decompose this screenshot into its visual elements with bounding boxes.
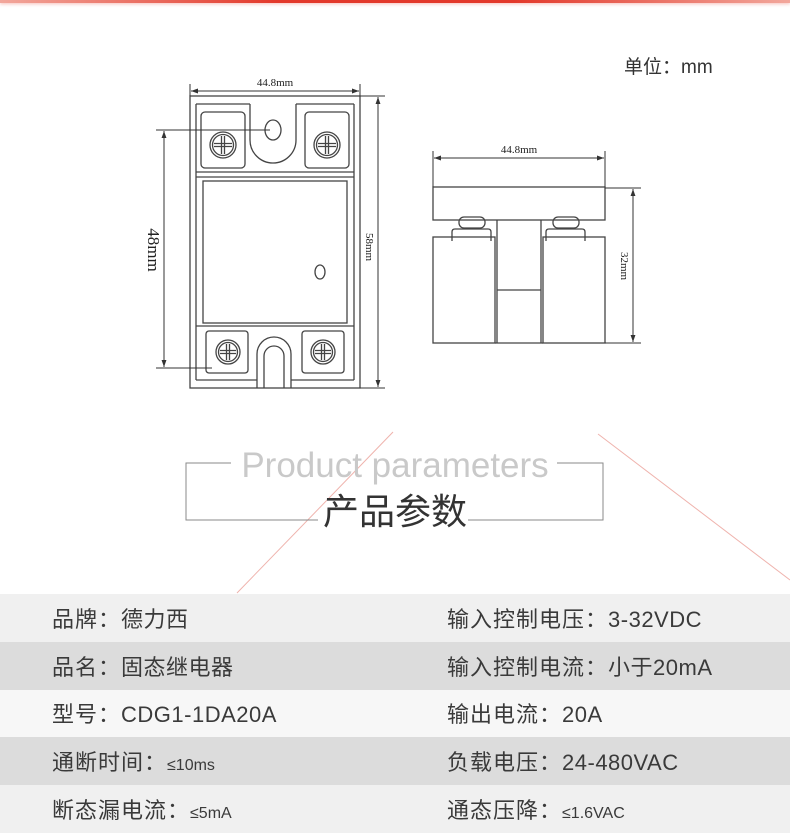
screw-icon (209, 131, 237, 159)
spec-label: 输出电流： (447, 702, 563, 728)
spec-label: 断态漏电流： (52, 798, 191, 824)
spec-cell: 输出电流：20A (395, 697, 790, 729)
front-body-inner-outline (195, 103, 355, 381)
front-label-panel (202, 180, 348, 324)
unit-label: 单位：mm (624, 57, 713, 78)
spec-value: ≤1.6VAC (562, 805, 625, 823)
screw-cross (318, 136, 336, 154)
bottom-mounting-slot (256, 336, 292, 388)
terminal-block (205, 330, 249, 374)
top-mounting-slot (249, 104, 297, 164)
spec-label: 品牌： (52, 606, 122, 632)
decor-diagonal-line-left (236, 431, 394, 594)
spec-cell: 输入控制电压：3-32VDC (395, 602, 790, 634)
spec-value: 24-480VAC (562, 750, 679, 776)
side-left-screw (451, 216, 492, 241)
screw-cross (214, 136, 232, 154)
dimension-drawing: 44.8mm 48mm 58mm 44.8mm 32mm (144, 77, 790, 594)
top-right-terminal (304, 111, 350, 169)
spec-label: 型号： (52, 702, 122, 728)
indicator-led (314, 264, 326, 280)
side-view (432, 186, 606, 344)
spec-row: 断态漏电流：≤5mA 通态压降：≤1.6VAC (0, 785, 790, 833)
spec-label: 输入控制电压： (447, 606, 609, 632)
terminal-block (200, 111, 246, 169)
front-width-label: 44.8mm (257, 77, 294, 89)
side-left-block (432, 236, 496, 344)
total-height-extension-lines (360, 95, 385, 389)
side-center-body (495, 220, 543, 344)
decor-diagonal-line-right (597, 433, 790, 581)
terminal-block (304, 111, 350, 169)
front-dimensions (156, 84, 385, 389)
screw-inner-ring (315, 133, 339, 157)
spec-value: ≤10ms (167, 757, 215, 775)
spec-cell: 断态漏电流：≤5mA (0, 793, 395, 825)
screw-inner-ring (217, 341, 239, 363)
screw-icon (313, 131, 341, 159)
bottom-left-terminal (205, 330, 249, 374)
spec-cell: 通断时间：≤10ms (0, 745, 395, 777)
top-accent-bar (0, 0, 790, 3)
side-height-label: 32mm (618, 252, 630, 281)
spec-cell: 品名：固态继电器 (0, 650, 395, 682)
heading-english: Product parameters (241, 446, 549, 485)
side-right-block (542, 236, 606, 344)
terminal-section-divider (196, 171, 354, 178)
side-dimensions (432, 151, 641, 344)
spec-label: 输入控制电流： (447, 654, 609, 680)
spec-value: 小于20mA (608, 654, 713, 680)
spec-cell: 型号：CDG1-1DA20A (0, 697, 395, 729)
spec-cell: 输入控制电流：小于20mA (395, 650, 790, 682)
screw-inner-ring (312, 341, 334, 363)
spec-value: 20A (562, 702, 603, 728)
spec-row: 通断时间：≤10ms 负载电压：24-480VAC (0, 737, 790, 786)
heading-chinese: 产品参数 (322, 491, 467, 532)
spec-cell: 品牌：德力西 (0, 602, 395, 634)
spec-label: 通断时间： (52, 750, 168, 776)
top-left-terminal (200, 111, 246, 169)
spec-value: 固态继电器 (121, 654, 234, 680)
screw-head (552, 216, 580, 229)
terminal-block (301, 330, 345, 374)
spec-label: 负载电压： (447, 750, 563, 776)
heatsink-plate (432, 186, 606, 221)
screw-icon (215, 339, 241, 365)
heading-frame (185, 462, 604, 521)
side-right-screw (545, 216, 586, 241)
screw-head (458, 216, 486, 229)
front-view (189, 95, 361, 389)
screw-cross (220, 344, 236, 360)
side-width-label: 44.8mm (501, 144, 538, 156)
spec-value: 德力西 (121, 606, 189, 632)
screw-cross (315, 344, 331, 360)
spec-cell: 通态压降：≤1.6VAC (395, 793, 790, 825)
spec-label: 通态压降： (447, 798, 563, 824)
front-total-height-label: 58mm (363, 233, 375, 262)
spec-value: CDG1-1DA20A (121, 702, 277, 728)
width-extension-lines (189, 84, 361, 96)
terminal-clamp (545, 228, 586, 241)
spec-value: ≤5mA (190, 805, 232, 823)
body-height-extension-lines (156, 129, 270, 369)
side-height-extension-lines (605, 187, 641, 344)
spec-row: 型号：CDG1-1DA20A 输出电流：20A (0, 689, 790, 738)
spec-row: 品名：固态继电器 输入控制电流：小于20mA (0, 641, 790, 690)
spec-value: 3-32VDC (608, 606, 702, 632)
spec-cell: 负载电压：24-480VAC (395, 745, 790, 777)
bottom-mounting-slot-inner (263, 345, 285, 388)
terminal-clamp (451, 228, 492, 241)
front-body-outline (189, 95, 361, 389)
front-body-height-label: 48mm (144, 228, 163, 271)
screw-icon (310, 339, 336, 365)
screw-inner-ring (211, 133, 235, 157)
spec-table: 品牌：德力西 输入控制电压：3-32VDC 品名：固态继电器 输入控制电流：小于… (0, 594, 790, 833)
spec-label: 品名： (52, 654, 122, 680)
bottom-right-terminal (301, 330, 345, 374)
side-width-extension-lines (432, 151, 606, 187)
spec-row: 品牌：德力西 输入控制电压：3-32VDC (0, 594, 790, 642)
